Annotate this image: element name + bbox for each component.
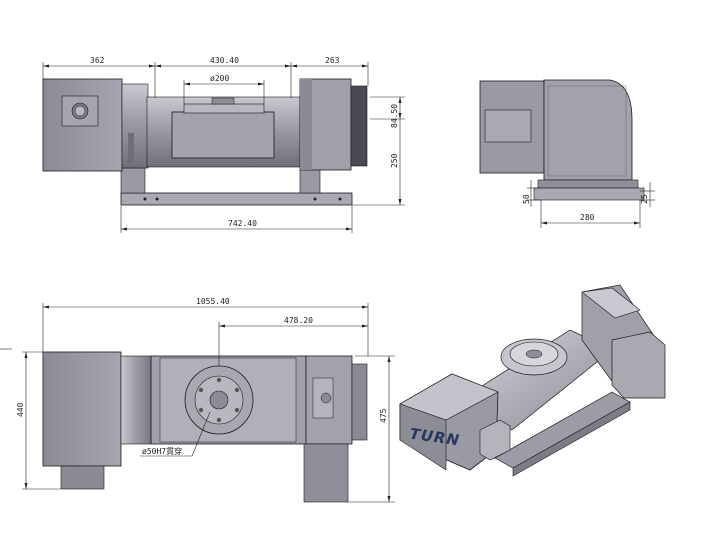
dim-top-total: 1055.40 bbox=[196, 297, 230, 306]
dim-side-right: 25 bbox=[640, 194, 649, 204]
front-base-plate bbox=[120, 192, 353, 206]
dim-side-base: 280 bbox=[580, 213, 595, 222]
dim-top-bore: ø50H7貫穿 bbox=[142, 446, 182, 456]
side-housing bbox=[543, 79, 633, 181]
dim-front-upper: 84.50 bbox=[390, 104, 399, 128]
front-rotary-head bbox=[171, 111, 275, 159]
dim-front-right: 263 bbox=[325, 56, 340, 65]
isometric-view: TURN bbox=[399, 284, 666, 477]
dim-front-platter: ø200 bbox=[210, 74, 229, 83]
dim-front-axis: 250 bbox=[390, 153, 399, 168]
dim-front-center: 430.40 bbox=[210, 56, 239, 65]
dim-side-left: 50 bbox=[522, 194, 531, 204]
dim-top-offset: 478.20 bbox=[284, 316, 313, 325]
dim-front-total: 742.40 bbox=[228, 219, 257, 228]
dim-top-right-height: 475 bbox=[379, 408, 388, 423]
dim-front-left: 362 bbox=[90, 56, 105, 65]
front-view: 362 430.40 263 ø200 742.40 84.50 250 bbox=[42, 56, 405, 233]
dim-top-left-height: 440 bbox=[16, 402, 25, 417]
top-view: 1055.40 478.20 ø50H7貫穿 440 475 bbox=[0, 297, 395, 503]
side-view: 280 50 25 bbox=[479, 79, 655, 228]
